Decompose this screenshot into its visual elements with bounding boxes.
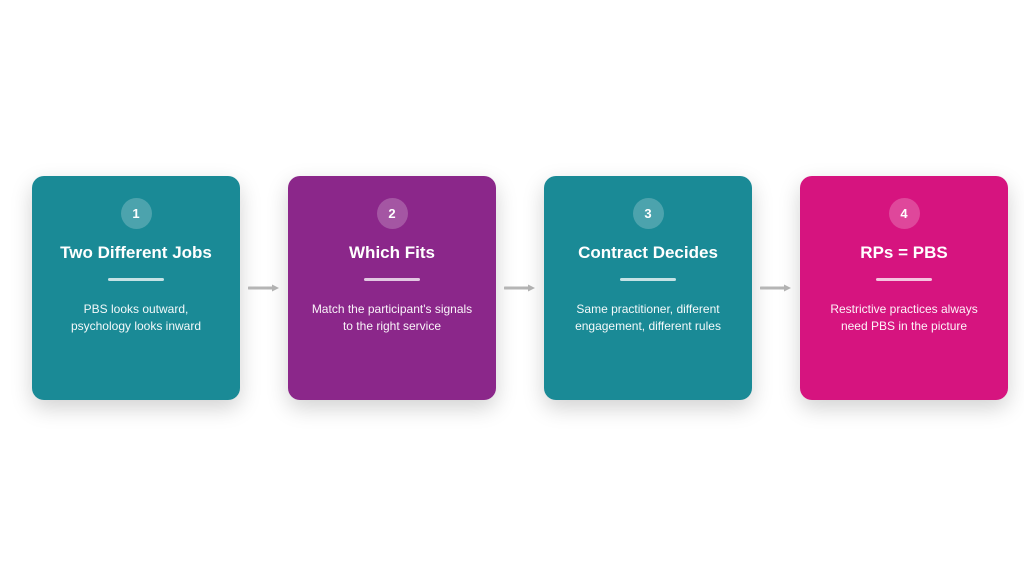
step-number-badge: 2 xyxy=(376,198,408,229)
step-description: Match the participant's signals to the r… xyxy=(307,301,477,335)
step-title: Contract Decides xyxy=(578,243,718,262)
step-description-line: need PBS in the picture xyxy=(840,319,968,333)
step-description-line: engagement, different rules xyxy=(575,319,721,333)
step-title: Two Different Jobs xyxy=(60,243,212,262)
step-description-line: to the right service xyxy=(342,319,442,333)
step-number-badge: 3 xyxy=(632,198,664,229)
step-number-badge: 4 xyxy=(888,198,920,229)
step-description-line: Match the participant's signals xyxy=(311,302,473,316)
title-divider xyxy=(620,278,676,281)
step-description-line: Same practitioner, different xyxy=(576,302,720,316)
title-divider xyxy=(108,278,164,281)
arrow-right-icon xyxy=(240,176,288,400)
step-description-line: PBS looks outward, xyxy=(83,302,189,316)
arrow-right-icon xyxy=(496,176,544,400)
process-flow: 1 Two Different Jobs PBS looks outward, … xyxy=(32,176,1008,400)
step-card-2: 2 Which Fits Match the participant's sig… xyxy=(288,176,496,400)
title-divider xyxy=(364,278,420,281)
step-description-line: psychology looks inward xyxy=(70,319,202,333)
step-title: Which Fits xyxy=(349,243,435,262)
arrow-right-icon xyxy=(752,176,800,400)
step-description: PBS looks outward, psychology looks inwa… xyxy=(51,301,221,335)
step-card-4: 4 RPs = PBS Restrictive practices always… xyxy=(800,176,1008,400)
step-description: Same practitioner, different engagement,… xyxy=(563,301,733,335)
step-title: RPs = PBS xyxy=(860,243,948,262)
title-divider xyxy=(876,278,932,281)
step-description-line: Restrictive practices always xyxy=(830,302,978,316)
step-card-3: 3 Contract Decides Same practitioner, di… xyxy=(544,176,752,400)
step-card-1: 1 Two Different Jobs PBS looks outward, … xyxy=(32,176,240,400)
step-number-badge: 1 xyxy=(120,198,152,229)
step-description: Restrictive practices always need PBS in… xyxy=(819,301,989,335)
